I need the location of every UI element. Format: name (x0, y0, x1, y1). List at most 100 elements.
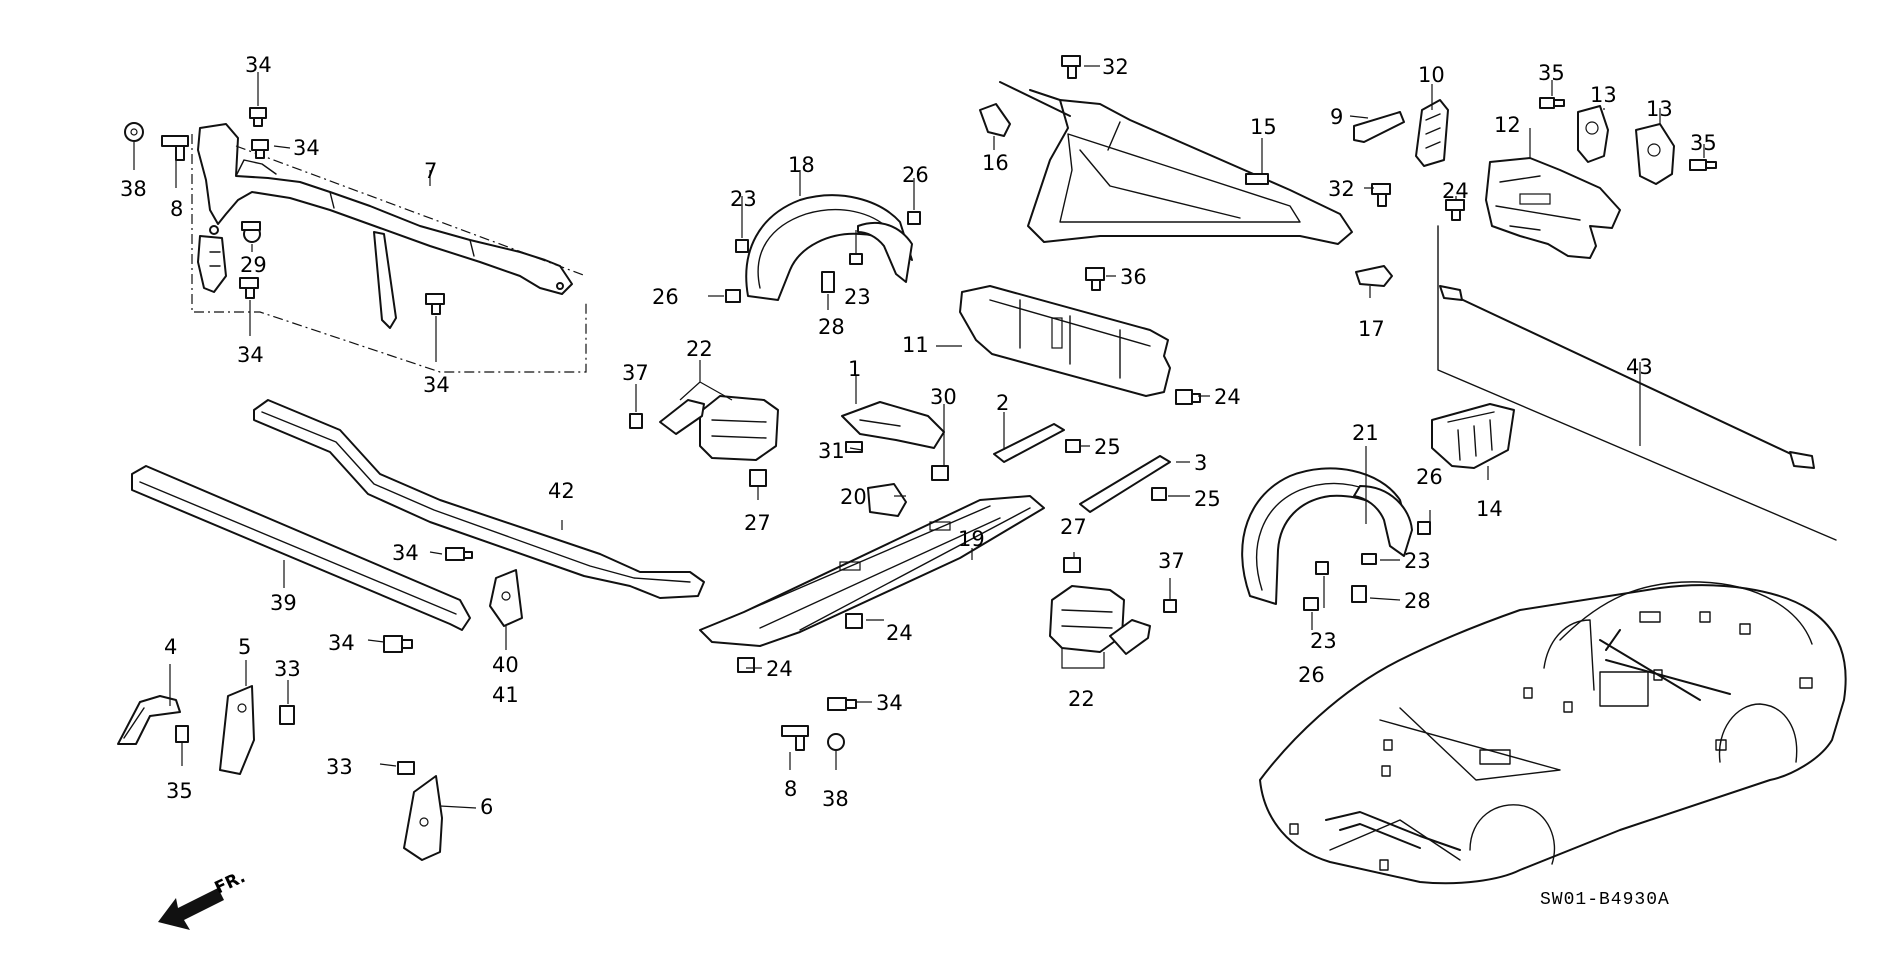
callout-14[interactable]: 14 (1476, 497, 1503, 521)
part-15-rear-strut-frame[interactable] (999, 81, 1353, 245)
bolt-34-d[interactable] (425, 293, 445, 315)
callout-28[interactable]: 28 (1404, 589, 1431, 613)
bolt-33-b[interactable] (397, 761, 415, 775)
callout-34[interactable]: 34 (392, 541, 419, 565)
callout-34[interactable]: 34 (293, 136, 320, 160)
callout-41[interactable]: 41 (492, 683, 519, 707)
clip-8-b[interactable] (781, 725, 809, 751)
callout-5[interactable]: 5 (238, 635, 251, 659)
callout-25[interactable]: 25 (1194, 487, 1221, 511)
callout-38[interactable]: 38 (822, 787, 849, 811)
part-22-rubber-mount-a[interactable] (659, 395, 779, 461)
bolt-34-b[interactable] (251, 139, 269, 159)
bracket-6[interactable] (403, 775, 443, 861)
bolt-32-b[interactable] (1371, 183, 1391, 207)
bolt-24-d[interactable] (737, 657, 755, 673)
bolt-33-a[interactable] (279, 705, 295, 725)
callout-24[interactable]: 24 (886, 621, 913, 645)
callout-6[interactable]: 6 (480, 795, 493, 819)
callout-18[interactable]: 18 (788, 153, 815, 177)
part-21-rear-fender-liner[interactable] (1241, 467, 1413, 605)
clip-23-b[interactable] (849, 253, 863, 265)
clip-26-b[interactable] (725, 289, 741, 303)
bolt-24-a[interactable] (1445, 199, 1465, 221)
bolt-35-a[interactable] (1539, 97, 1565, 109)
part-19-floor-plate[interactable] (699, 495, 1045, 647)
callout-35[interactable]: 35 (1690, 131, 1717, 155)
part-42-side-rail[interactable] (253, 399, 705, 599)
callout-25[interactable]: 25 (1094, 435, 1121, 459)
callout-19[interactable]: 19 (958, 527, 985, 551)
callout-24[interactable]: 24 (1442, 179, 1469, 203)
part-3-bar[interactable] (1079, 455, 1171, 513)
bolt-34-g[interactable] (827, 697, 857, 711)
callout-39[interactable]: 39 (270, 591, 297, 615)
callout-26[interactable]: 26 (652, 285, 679, 309)
callout-36[interactable]: 36 (1120, 265, 1147, 289)
clip-37-a[interactable] (629, 413, 643, 429)
part-11-center-undercover[interactable] (959, 285, 1171, 397)
callout-12[interactable]: 12 (1494, 113, 1521, 137)
bracket-9[interactable] (1353, 111, 1405, 143)
bolt-30[interactable] (931, 465, 949, 481)
part-18-front-fender-liner[interactable] (745, 194, 913, 301)
callout-33[interactable]: 33 (274, 657, 301, 681)
clip-23-a[interactable] (735, 239, 749, 253)
callout-13[interactable]: 13 (1590, 83, 1617, 107)
callout-34[interactable]: 34 (328, 631, 355, 655)
bracket-13-a[interactable] (1577, 105, 1609, 163)
callout-24[interactable]: 24 (1214, 385, 1241, 409)
callout-4[interactable]: 4 (164, 635, 177, 659)
callout-23[interactable]: 23 (1404, 549, 1431, 573)
callout-29[interactable]: 29 (240, 253, 267, 277)
bolt-34-c[interactable] (239, 277, 259, 299)
bracket-17[interactable] (1355, 265, 1393, 287)
callout-35[interactable]: 35 (166, 779, 193, 803)
callout-22[interactable]: 22 (1068, 687, 1095, 711)
bolt-35-b[interactable] (1689, 159, 1717, 171)
callout-7[interactable]: 7 (424, 159, 437, 183)
callout-26[interactable]: 26 (1298, 663, 1325, 687)
callout-1[interactable]: 1 (848, 357, 861, 381)
part-7-front-crossmember[interactable] (191, 123, 587, 373)
callout-26[interactable]: 26 (902, 163, 929, 187)
callout-2[interactable]: 2 (996, 391, 1009, 415)
callout-15[interactable]: 15 (1250, 115, 1277, 139)
bracket-13-b[interactable] (1635, 123, 1675, 185)
callout-23[interactable]: 23 (730, 187, 757, 211)
part-22-rubber-mount-b[interactable] (1049, 585, 1151, 655)
part-14-duct[interactable] (1431, 403, 1515, 469)
callout-35[interactable]: 35 (1538, 61, 1565, 85)
part-12-rear-bulkhead-plate[interactable] (1485, 157, 1621, 259)
callout-40[interactable]: 40 (492, 653, 519, 677)
bolt-25-b[interactable] (1151, 487, 1167, 501)
callout-32[interactable]: 32 (1328, 177, 1355, 201)
callout-32[interactable]: 32 (1102, 55, 1129, 79)
callout-13[interactable]: 13 (1646, 97, 1673, 121)
callout-17[interactable]: 17 (1358, 317, 1385, 341)
clip-23-c[interactable] (1361, 553, 1377, 565)
nut-38-b[interactable] (827, 733, 845, 751)
bolt-25-a[interactable] (1065, 439, 1081, 453)
callout-31[interactable]: 31 (818, 439, 845, 463)
callout-9[interactable]: 9 (1330, 105, 1343, 129)
bracket-4[interactable] (117, 695, 181, 745)
callout-21[interactable]: 21 (1352, 421, 1379, 445)
bolt-24-b[interactable] (1175, 389, 1201, 405)
callout-34[interactable]: 34 (423, 373, 450, 397)
callout-10[interactable]: 10 (1418, 63, 1445, 87)
bracket-5[interactable] (219, 685, 255, 775)
clip-37-b[interactable] (1163, 599, 1177, 613)
callout-27[interactable]: 27 (744, 511, 771, 535)
callout-30[interactable]: 30 (930, 385, 957, 409)
part-43-rear-stay-rod[interactable] (1437, 225, 1837, 541)
callout-23[interactable]: 23 (1310, 629, 1337, 653)
clip-23-d[interactable] (1315, 561, 1329, 575)
clip-8-a[interactable] (161, 135, 189, 161)
callout-28[interactable]: 28 (818, 315, 845, 339)
bracket-16[interactable] (979, 103, 1011, 137)
callout-20[interactable]: 20 (840, 485, 867, 509)
callout-37[interactable]: 37 (1158, 549, 1185, 573)
callout-22[interactable]: 22 (686, 337, 713, 361)
callout-43[interactable]: 43 (1626, 355, 1653, 379)
